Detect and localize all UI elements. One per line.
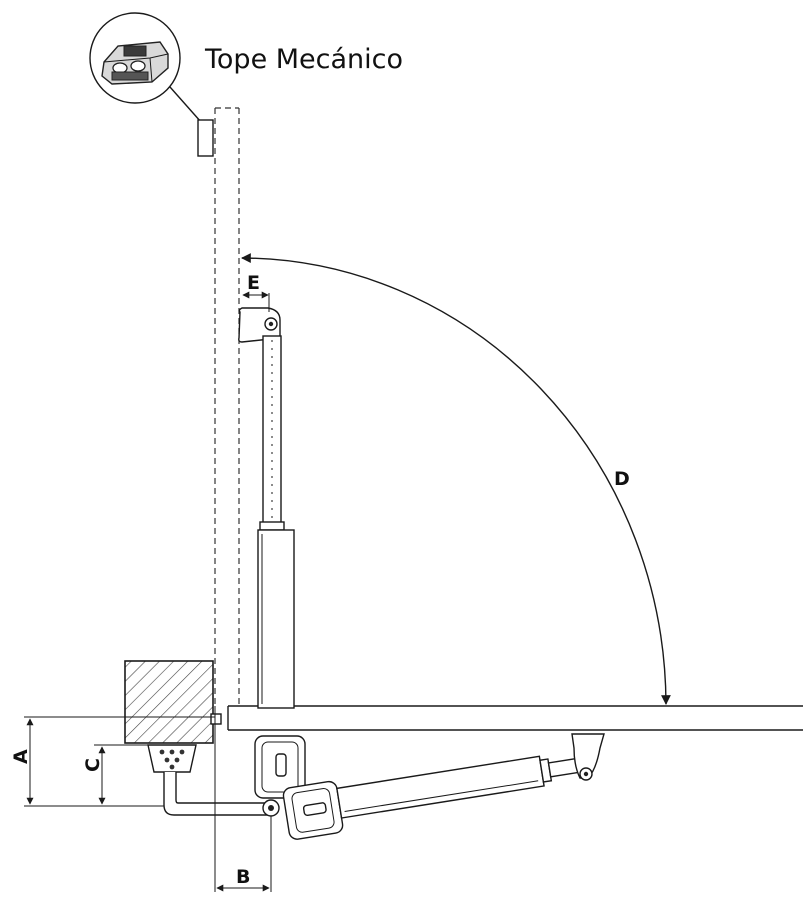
- dimension-d-arc: D: [241, 253, 671, 705]
- actuator-open-position: [238, 307, 306, 799]
- dimension-a-label: A: [10, 749, 32, 764]
- pillar-hatched-block: [124, 660, 214, 744]
- gate-leaf-closed: [227, 705, 803, 731]
- mechanical-stop-block: [197, 119, 214, 157]
- mechanical-stop-callout: Tope Mecánico: [89, 12, 403, 157]
- actuator-closed-position: [262, 733, 605, 840]
- actuator-tube-closed: [336, 755, 545, 819]
- rear-bracket: [147, 744, 269, 816]
- hinge-pin: [210, 713, 222, 725]
- dimension-c: C: [82, 744, 150, 805]
- gate-pillar: [124, 660, 222, 744]
- gate-leaf-open: [214, 107, 240, 706]
- dimension-d-label: D: [614, 468, 630, 490]
- dimension-c-label: C: [82, 758, 104, 772]
- dimension-e: E: [242, 272, 270, 312]
- callout-leader-line: [169, 86, 202, 123]
- mechanical-stop-bracket-icon: [101, 41, 169, 85]
- dimension-b-label: B: [236, 866, 250, 888]
- dimension-a: A: [10, 716, 215, 807]
- callout-label: Tope Mecánico: [204, 44, 403, 75]
- dimension-e-label: E: [247, 272, 260, 294]
- callout-circle: [89, 12, 181, 104]
- dimension-b: B: [214, 706, 272, 892]
- actuator-tube-open: [257, 529, 295, 709]
